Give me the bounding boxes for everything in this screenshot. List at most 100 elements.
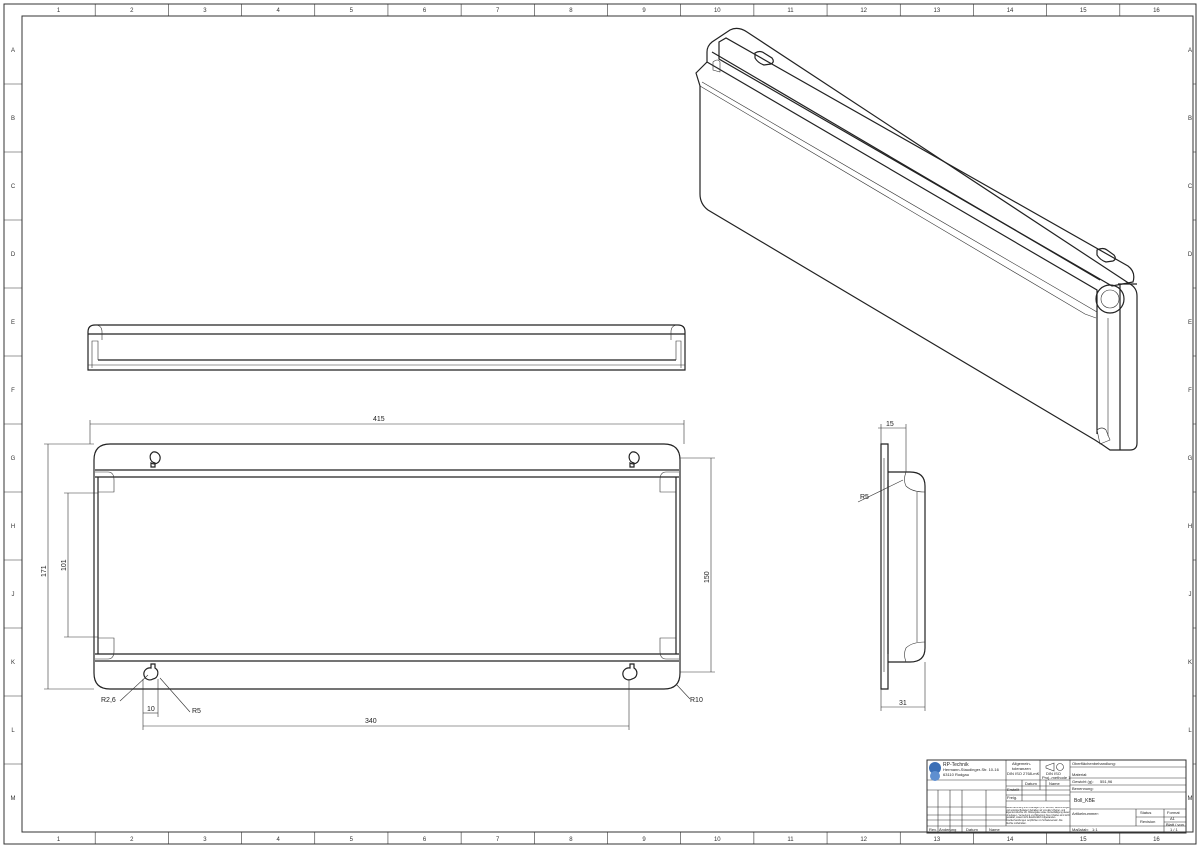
gewicht-label: Gewicht (g):: [1072, 779, 1094, 784]
format-value: A1: [1170, 816, 1176, 821]
grid-column-label: 12: [860, 837, 867, 843]
grid-column-label: 8: [569, 837, 573, 843]
side-view: [880, 443, 926, 690]
grid-column-label: 10: [714, 837, 721, 843]
grid-column-label: 6: [423, 837, 427, 843]
projection-line-2: Proj.-methode 1: [1042, 775, 1071, 780]
status-label: Status: [1140, 810, 1151, 815]
copyright-note-box: Diese Zeichnung und Unterlagen (z.B. Ski…: [1006, 807, 1070, 825]
tolerances-line-3: DIN ISO 2768-mK: [1007, 771, 1040, 776]
grid-row-label: K: [1188, 660, 1192, 666]
front-view-dimensions: 415 171 101 150 340 10 R2,6 R5 R10: [41, 416, 715, 730]
grid-column-label: 12: [860, 8, 867, 14]
grid-row-label: L: [11, 728, 15, 734]
grid-column-label: 9: [642, 837, 646, 843]
dim-slot-offset: 10: [147, 706, 155, 713]
grid-column-label: 14: [1007, 8, 1014, 14]
rev-label: Rev.: [929, 827, 937, 832]
dim-inner-height-left: 101: [61, 559, 68, 571]
dim-corner-radius: R10: [690, 697, 703, 704]
side-view-dimensions: 15 R5 31: [857, 421, 926, 711]
company-street: Hermann-Staudinger-Str. 10-16: [943, 767, 1000, 772]
grid-row-label: G: [11, 456, 16, 462]
grid-column-label: 10: [714, 8, 721, 14]
grid-row-label: F: [1188, 388, 1192, 394]
grid-column-label: 15: [1080, 8, 1087, 14]
grid-row-label: B: [11, 116, 15, 122]
dim-slot-radius-small: R2,6: [101, 697, 116, 704]
grid-column-label: 2: [130, 837, 134, 843]
dim-side-top: 15: [886, 421, 894, 428]
grid-column-label: 1: [57, 837, 61, 843]
grid-column-label: 11: [787, 8, 794, 14]
grid-row-label: A: [11, 48, 15, 54]
grid-column-label: 4: [276, 8, 280, 14]
grid-column-label: 14: [1007, 837, 1014, 843]
title-block: RP-Technik Hermann-Staudinger-Str. 10-16…: [926, 759, 1187, 834]
row-freig: Freig.: [1007, 795, 1017, 800]
grid-row-label: E: [11, 320, 15, 326]
company-name: RP-Technik: [943, 762, 969, 768]
grid-row-label: H: [11, 524, 15, 530]
artikel-label: Artikelnummer:: [1072, 811, 1099, 816]
col-name: Name: [1049, 781, 1060, 786]
aenderung-label: Änderung: [939, 827, 956, 832]
dim-overall-height: 171: [41, 565, 48, 577]
grid-column-label: 3: [203, 8, 207, 14]
grid-row-label: J: [1189, 592, 1192, 598]
grid-row-label: F: [11, 388, 15, 394]
oberflaeche-label: Oberflächenbehandlung:: [1072, 761, 1116, 766]
grid-row-label: A: [1188, 48, 1192, 54]
grid-row-label: M: [11, 796, 16, 802]
format-label: Format: [1167, 810, 1181, 815]
blatt-value: 1 / 1: [1170, 827, 1179, 832]
grid-reference-labels: 1122334455667788991010111112121313141415…: [4, 4, 1196, 844]
dim-overall-width: 415: [373, 416, 385, 423]
grid-column-label: 13: [934, 837, 941, 843]
grid-column-label: 1: [57, 8, 61, 14]
grid-row-label: G: [1188, 456, 1193, 462]
grid-column-label: 9: [642, 8, 646, 14]
massstab-label: Maßstab:: [1072, 827, 1089, 832]
grid-column-label: 4: [276, 837, 280, 843]
benennung-value: Boll_KBE: [1074, 798, 1096, 804]
grid-row-label: E: [1188, 320, 1192, 326]
grid-row-label: D: [11, 252, 16, 258]
name-label: Name: [989, 827, 1000, 832]
material-label: Material:: [1072, 772, 1087, 777]
projection-symbol-icon: [1045, 762, 1064, 772]
grid-column-label: 15: [1080, 837, 1087, 843]
grid-row-label: L: [1188, 728, 1192, 734]
grid-row-label: M: [1188, 796, 1193, 802]
grid-row-label: K: [11, 660, 15, 666]
grid-column-label: 7: [496, 837, 500, 843]
blatt-label: Blatt / von: [1166, 822, 1184, 827]
grid-row-label: H: [1188, 524, 1192, 530]
grid-row-label: J: [12, 592, 15, 598]
col-datum: Datum: [1025, 781, 1037, 786]
front-view: [93, 443, 681, 690]
grid-column-label: 16: [1153, 837, 1160, 843]
grid-column-label: 5: [350, 837, 354, 843]
massstab-value: 1:1: [1092, 827, 1098, 832]
grid-column-label: 5: [350, 8, 354, 14]
grid-column-label: 16: [1153, 8, 1160, 14]
grid-row-label: C: [11, 184, 16, 190]
dim-slot-radius: R5: [192, 708, 201, 715]
datum-label: Datum: [966, 827, 978, 832]
company-city: 63110 Rodgau: [943, 772, 969, 777]
copyright-note: Diese Zeichnung und Unterlagen (z.B. Ski…: [1006, 807, 1070, 825]
company-logo: [929, 762, 941, 781]
grid-column-label: 3: [203, 837, 207, 843]
grid-column-label: 7: [496, 8, 500, 14]
grid-column-label: 13: [934, 8, 941, 14]
grid-column-label: 2: [130, 8, 134, 14]
row-erstellt: Erstellt: [1007, 787, 1020, 792]
gewicht-value: 551,96: [1100, 779, 1113, 784]
dim-hole-spacing: 340: [365, 718, 377, 725]
grid-row-label: C: [1188, 184, 1193, 190]
top-view: [87, 324, 686, 371]
tolerances-line-1: Allgemein-: [1012, 761, 1032, 766]
projection-line-1: DIN ISO: [1046, 771, 1061, 776]
grid-column-label: 6: [423, 8, 427, 14]
